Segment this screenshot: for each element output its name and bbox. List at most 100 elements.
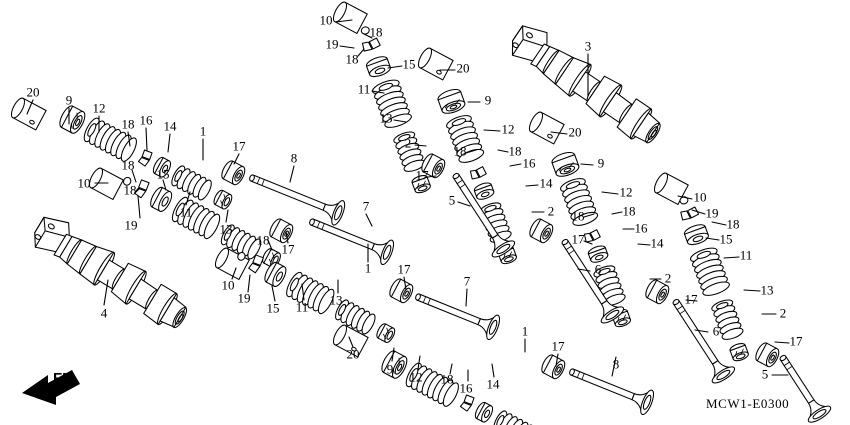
callout-number-19[interactable]: 19 <box>705 205 719 221</box>
callout-number-8[interactable]: 8 <box>612 356 620 372</box>
callout-number-17[interactable]: 17 <box>789 333 803 349</box>
callout-number-8[interactable]: 8 <box>290 150 298 166</box>
callout-number-7[interactable]: 7 <box>463 273 471 289</box>
stem-seal-17-d <box>541 354 566 380</box>
callout-number-10[interactable]: 10 <box>693 189 707 205</box>
callout-number-16[interactable]: 16 <box>522 155 536 171</box>
callout-number-16[interactable]: 16 <box>139 112 153 128</box>
callout-number-7[interactable]: 7 <box>362 198 370 214</box>
assembly-row-a <box>59 105 233 210</box>
callout-number-1[interactable]: 1 <box>364 260 372 276</box>
assembly-row-f <box>437 88 518 265</box>
valve-lifter-20-c <box>417 47 454 81</box>
part-15-c <box>264 261 287 288</box>
callout-number-9[interactable]: 9 <box>484 92 492 108</box>
stem-seal-17-g <box>645 279 670 305</box>
callout-number-1[interactable]: 1 <box>521 323 529 339</box>
part-16-g <box>587 245 609 263</box>
callout-number-14[interactable]: 14 <box>486 376 500 392</box>
callout-number-18[interactable]: 18 <box>571 208 585 224</box>
callout-number-20[interactable]: 20 <box>346 346 360 362</box>
callout-number-14[interactable]: 14 <box>650 235 664 251</box>
callout-number-11[interactable]: 11 <box>179 204 193 220</box>
callout-number-5[interactable]: 5 <box>448 192 456 208</box>
callout-number-2[interactable]: 2 <box>779 305 787 321</box>
callout-number-13[interactable]: 13 <box>329 292 343 308</box>
callout-number-17[interactable]: 17 <box>571 231 585 247</box>
callout-number-19[interactable]: 19 <box>237 290 251 306</box>
callout-number-15[interactable]: 15 <box>402 56 416 72</box>
part-13 <box>220 224 262 260</box>
assembly-row-c <box>237 251 396 344</box>
stem-seal-17-a <box>221 160 246 186</box>
callout-number-17[interactable]: 17 <box>232 138 246 154</box>
camshaft-lower <box>34 216 188 329</box>
callout-number-18[interactable]: 18 <box>726 216 740 232</box>
callout-number-18[interactable]: 18 <box>622 203 636 219</box>
callout-number-18[interactable]: 18 <box>121 116 135 132</box>
part-13-c <box>335 299 376 335</box>
callout-number-20[interactable]: 20 <box>456 60 470 76</box>
callout-number-12[interactable]: 12 <box>409 369 423 385</box>
stem-seal-17-h <box>755 342 780 368</box>
callout-number-11[interactable]: 11 <box>739 247 753 263</box>
part-16 <box>152 156 172 178</box>
stem-seal-17-c <box>389 278 414 304</box>
stem-seal-17-b <box>269 218 294 244</box>
callout-number-9[interactable]: 9 <box>65 92 73 108</box>
callout-number-11[interactable]: 11 <box>295 299 309 315</box>
callout-number-10[interactable]: 10 <box>77 175 91 191</box>
callout-number-2[interactable]: 2 <box>547 203 555 219</box>
callout-number-3[interactable]: 3 <box>584 38 592 54</box>
part-15-e <box>365 56 391 78</box>
callout-number-1[interactable]: 1 <box>199 123 207 139</box>
callout-number-19[interactable]: 19 <box>325 36 339 52</box>
callout-number-13[interactable]: 13 <box>760 282 774 298</box>
callout-number-6[interactable]: 6 <box>594 261 602 277</box>
callout-number-16[interactable]: 16 <box>634 220 648 236</box>
stem-seal-17-f <box>529 218 554 244</box>
callout-number-18[interactable]: 18 <box>345 51 359 67</box>
callout-number-12[interactable]: 12 <box>92 100 106 116</box>
callout-number-18[interactable]: 18 <box>453 143 467 159</box>
callout-number-12[interactable]: 12 <box>619 184 633 200</box>
callout-number-17[interactable]: 17 <box>551 338 565 354</box>
callout-number-12[interactable]: 12 <box>501 121 515 137</box>
callout-number-15[interactable]: 15 <box>156 166 170 182</box>
callout-number-14[interactable]: 14 <box>539 175 553 191</box>
callout-number-17[interactable]: 17 <box>684 291 698 307</box>
callout-number-14[interactable]: 14 <box>163 118 177 134</box>
callout-number-17[interactable]: 17 <box>281 241 295 257</box>
callout-number-2[interactable]: 2 <box>664 270 672 286</box>
assembly-row-g <box>551 151 632 328</box>
callout-number-17[interactable]: 17 <box>415 167 429 183</box>
callout-number-15[interactable]: 15 <box>266 300 280 316</box>
callout-number-10[interactable]: 10 <box>221 277 235 293</box>
callout-number-6[interactable]: 6 <box>712 323 720 339</box>
callout-number-11[interactable]: 11 <box>357 81 371 97</box>
callout-number-9[interactable]: 9 <box>597 155 605 171</box>
callout-number-18[interactable]: 18 <box>123 182 137 198</box>
callout-number-20[interactable]: 20 <box>568 124 582 140</box>
callout-number-18[interactable]: 18 <box>440 371 454 387</box>
callout-number-18[interactable]: 18 <box>369 24 383 40</box>
callout-number-19[interactable]: 19 <box>124 217 138 233</box>
callout-number-2[interactable]: 2 <box>404 135 412 151</box>
valve-7-a <box>309 218 395 266</box>
callout-number-18[interactable]: 18 <box>256 232 270 248</box>
callout-number-18[interactable]: 18 <box>508 143 522 159</box>
part-11 <box>171 196 221 240</box>
callout-number-10[interactable]: 10 <box>319 12 333 28</box>
callout-number-16[interactable]: 16 <box>459 380 473 396</box>
callout-number-5[interactable]: 5 <box>761 366 769 382</box>
stem-seal-17-e <box>421 153 446 179</box>
callout-number-17[interactable]: 17 <box>397 261 411 277</box>
callout-number-13[interactable]: 13 <box>379 110 393 126</box>
callout-number-4[interactable]: 4 <box>100 305 108 321</box>
callout-number-13[interactable]: 13 <box>219 221 233 237</box>
callout-number-15[interactable]: 15 <box>719 231 733 247</box>
callout-number-18[interactable]: 18 <box>121 157 135 173</box>
callout-number-20[interactable]: 20 <box>26 84 40 100</box>
callout-number-9[interactable]: 9 <box>386 361 394 377</box>
valve-6-a <box>561 238 625 324</box>
